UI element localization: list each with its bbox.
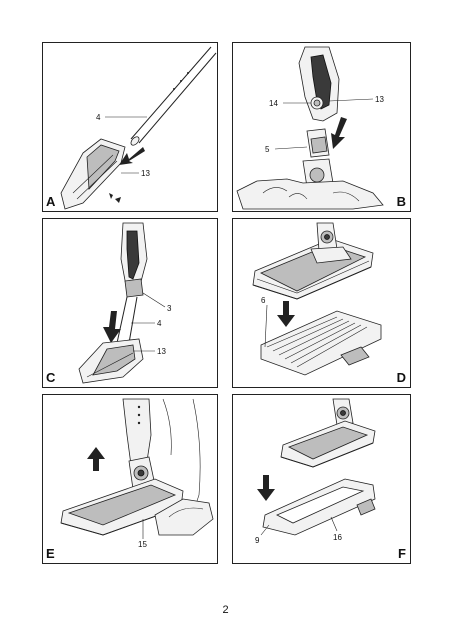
panel-e: 15 E <box>42 394 218 564</box>
callout-6: 6 <box>261 296 266 305</box>
callout-13: 13 <box>141 169 150 178</box>
panel-e-illustration: 15 <box>60 398 214 549</box>
panel-b: 14 13 5 B <box>232 42 411 212</box>
callout-13: 13 <box>375 95 384 104</box>
callout-4: 4 <box>157 319 162 328</box>
panel-label-c: C <box>46 370 56 385</box>
page-number: 2 <box>222 604 229 616</box>
panel-label-a: A <box>46 194 56 209</box>
panel-c: 3 4 13 C <box>42 218 218 388</box>
panel-f-illustration: 9 16 <box>255 398 376 545</box>
callout-4: 4 <box>96 113 101 122</box>
panel-d: 6 D <box>232 218 411 388</box>
panel-d-illustration: 6 <box>252 222 382 376</box>
panel-c-illustration: 3 4 13 <box>78 222 172 384</box>
callout-13: 13 <box>157 347 166 356</box>
callout-5: 5 <box>265 145 270 154</box>
panel-label-b: B <box>396 194 406 209</box>
panel-a-illustration: 4 13 <box>60 46 217 210</box>
callout-16: 16 <box>333 533 342 542</box>
panel-a: 4 13 A <box>42 42 218 212</box>
panel-f: 9 16 F <box>232 394 411 564</box>
callout-3: 3 <box>167 304 172 313</box>
panel-label-f: F <box>398 546 406 561</box>
panel-label-d: D <box>396 370 406 385</box>
panel-b-illustration: 14 13 5 <box>236 46 384 210</box>
callout-14: 14 <box>269 99 278 108</box>
callout-9: 9 <box>255 536 260 545</box>
panel-label-e: E <box>46 546 55 561</box>
callout-15: 15 <box>138 540 147 549</box>
